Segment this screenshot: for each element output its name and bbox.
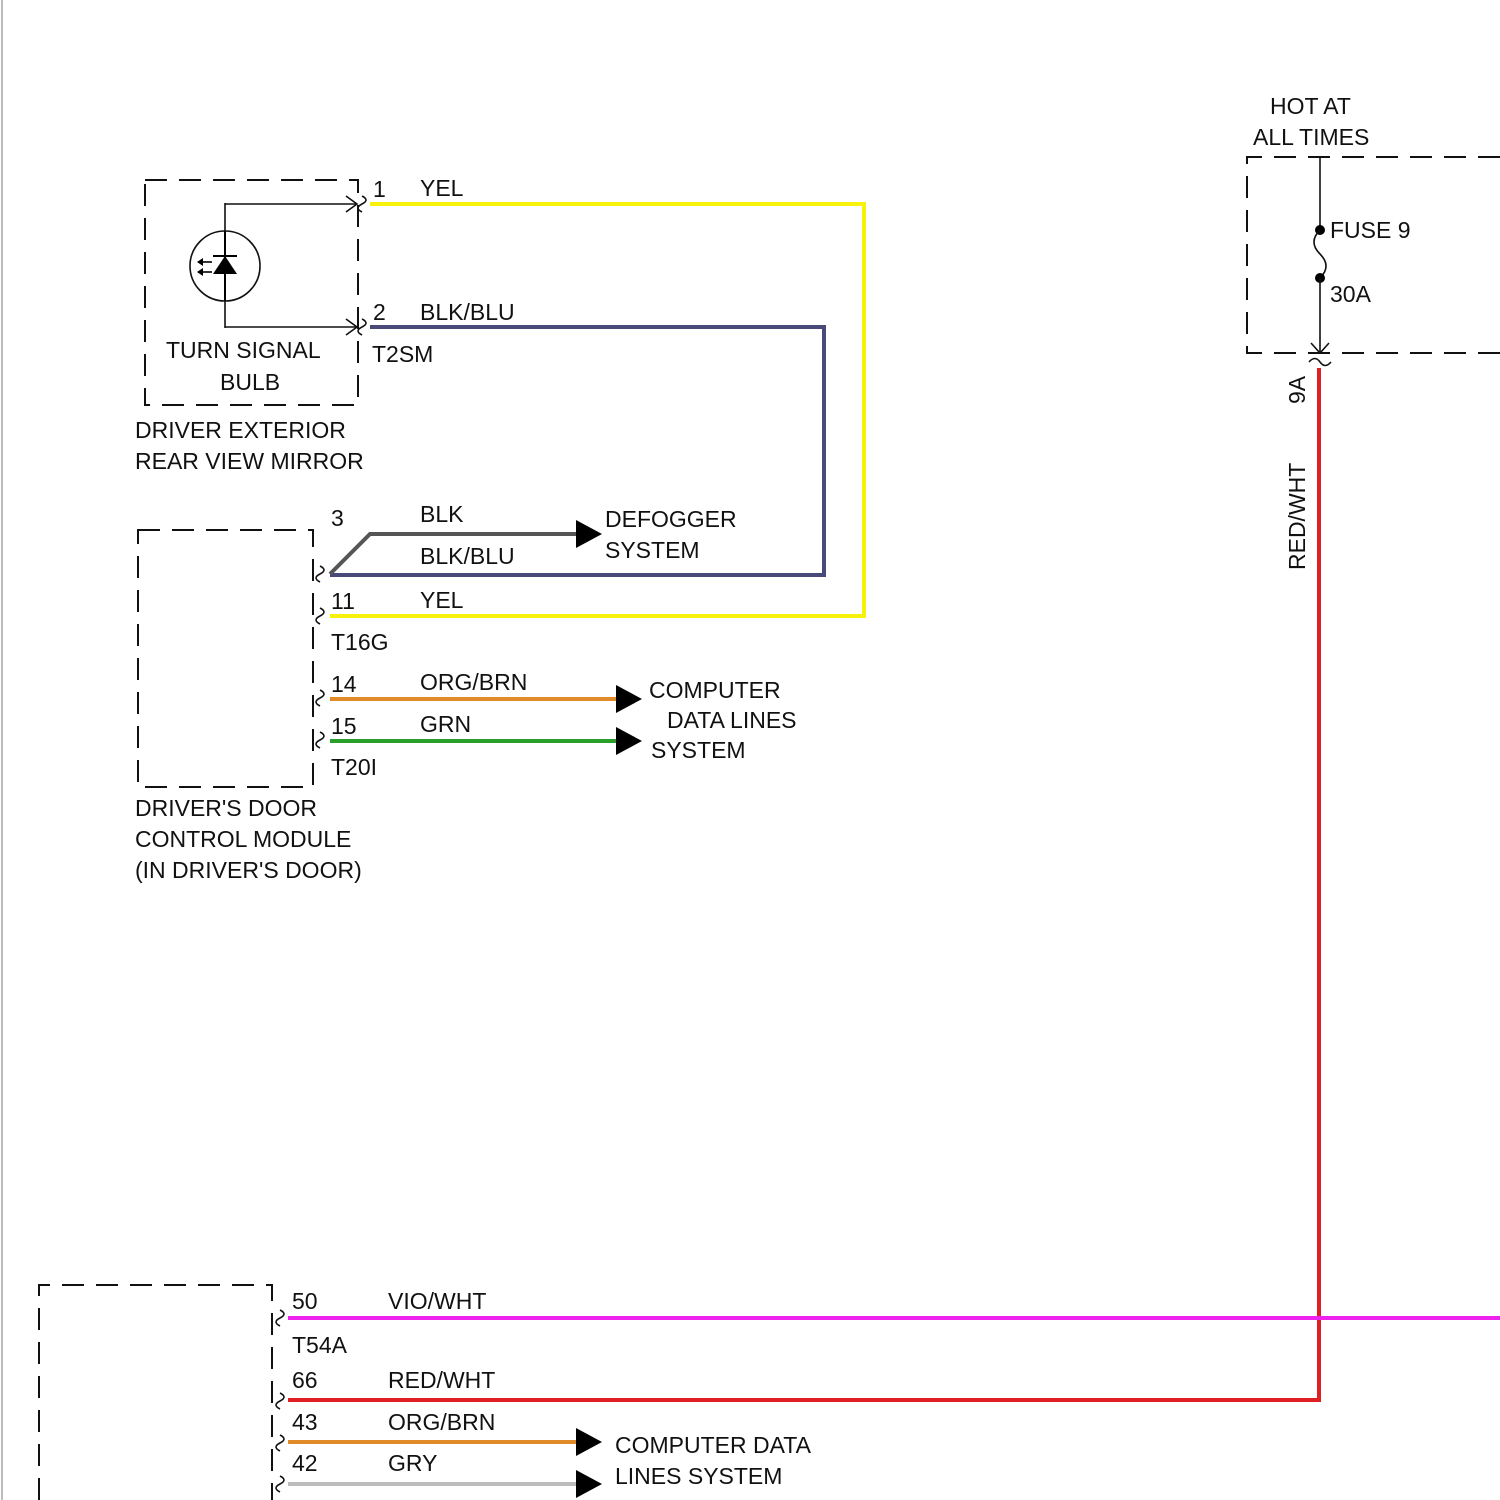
bottom-wire-redwht-label: RED/WHT <box>388 1367 495 1393</box>
bulb-label-line2: BULB <box>220 369 280 395</box>
door-pin15: 15 <box>331 713 357 739</box>
wire-yel <box>330 204 864 616</box>
pin42-connector-icon <box>276 1476 284 1492</box>
computer-data-1-line1: COMPUTER <box>649 677 781 703</box>
mirror-wire2-label: BLK/BLU <box>420 299 515 325</box>
computer-data-1-line3: SYSTEM <box>651 737 746 763</box>
door-module-title-line3: (IN DRIVER'S DOOR) <box>135 857 362 883</box>
pin11-connector-icon <box>316 608 324 624</box>
door-wire-orgbrn-label: ORG/BRN <box>420 669 527 695</box>
fuse-wire-label: RED/WHT <box>1284 463 1310 570</box>
door-wire-blkblu-label: BLK/BLU <box>420 543 515 569</box>
hot-label-line1: HOT AT <box>1270 93 1351 119</box>
door-connector-t16g: T16G <box>331 629 389 655</box>
pin43-connector-icon <box>276 1435 284 1451</box>
bottom-wire-viowht-label: VIO/WHT <box>388 1288 486 1314</box>
defogger-arrow-icon <box>576 520 602 548</box>
mirror-wire1-label: YEL <box>420 175 464 201</box>
mirror-module: TURN SIGNAL BULB DRIVER EXTERIOR REAR VI… <box>135 175 515 474</box>
door-module-box <box>138 530 313 787</box>
mirror-pin2: 2 <box>373 299 386 325</box>
fuse-terminal-label: 9A <box>1284 375 1310 404</box>
data-lines-arrow-4-icon <box>576 1470 602 1498</box>
bottom-pin42: 42 <box>292 1450 318 1476</box>
mirror-pin1: 1 <box>373 176 386 202</box>
fuse-box: HOT AT ALL TIMES FUSE 9 30A 9A RED/WHT <box>1247 93 1500 570</box>
mirror-title-line1: DRIVER EXTERIOR <box>135 417 346 443</box>
pin3-connector-icon <box>316 566 324 582</box>
fuse-box-outline <box>1247 157 1500 353</box>
door-wire-blk-label: BLK <box>420 501 464 527</box>
door-connector-t20i: T20I <box>331 754 377 780</box>
computer-data-2-line2: LINES SYSTEM <box>615 1463 782 1489</box>
data-lines-arrow-3-icon <box>576 1428 602 1456</box>
door-pin14: 14 <box>331 671 357 697</box>
turn-signal-bulb-icon <box>190 196 357 335</box>
door-wire-grn-label: GRN <box>420 711 471 737</box>
fuse-connector-icon <box>1309 359 1331 366</box>
door-module-title-line2: CONTROL MODULE <box>135 826 351 852</box>
pin1-connector-icon <box>358 196 366 212</box>
hot-label-line2: ALL TIMES <box>1253 124 1369 150</box>
computer-data-1-line2: DATA LINES <box>667 707 797 733</box>
door-pin3: 3 <box>331 505 344 531</box>
bottom-connector-t54a: T54A <box>292 1332 348 1358</box>
pin2-connector-icon <box>358 319 366 335</box>
bottom-wire-gry-label: GRY <box>388 1450 437 1476</box>
defogger-label-line1: DEFOGGER <box>605 506 737 532</box>
bottom-module-box <box>39 1285 272 1500</box>
fuse-rating: 30A <box>1330 281 1372 307</box>
bottom-pin50: 50 <box>292 1288 318 1314</box>
door-wire-yel-label: YEL <box>420 587 464 613</box>
mirror-connector-label: T2SM <box>372 341 433 367</box>
fuse-icon <box>1314 230 1326 278</box>
computer-data-2-line1: COMPUTER DATA <box>615 1432 812 1458</box>
pin15-connector-icon <box>316 732 324 748</box>
bottom-wire-orgbrn-label: ORG/BRN <box>388 1409 495 1435</box>
defogger-label-line2: SYSTEM <box>605 537 700 563</box>
pin50-connector-icon <box>276 1310 284 1326</box>
pin14-connector-icon <box>316 690 324 706</box>
bottom-pin66: 66 <box>292 1367 318 1393</box>
bottom-pin43: 43 <box>292 1409 318 1435</box>
door-control-module: DRIVER'S DOOR CONTROL MODULE (IN DRIVER'… <box>135 501 527 883</box>
door-module-title-line1: DRIVER'S DOOR <box>135 795 317 821</box>
data-lines-arrow-2-icon <box>616 727 642 755</box>
fuse-name: FUSE 9 <box>1330 217 1411 243</box>
bulb-label-line1: TURN SIGNAL <box>166 337 321 363</box>
mirror-title-line2: REAR VIEW MIRROR <box>135 448 364 474</box>
door-pin11: 11 <box>331 588 355 614</box>
data-lines-arrow-1-icon <box>616 685 642 713</box>
pin66-connector-icon <box>276 1393 284 1409</box>
